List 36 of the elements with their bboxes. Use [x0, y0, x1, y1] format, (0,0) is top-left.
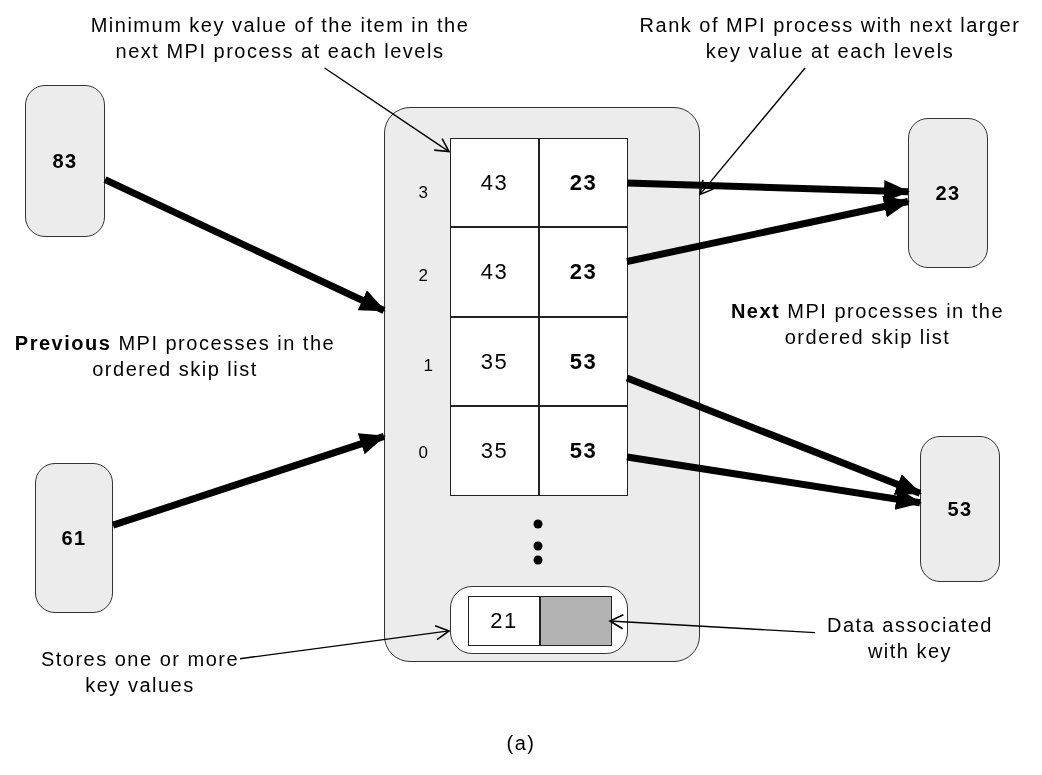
process-box: 61 [35, 463, 113, 613]
leader-line [239, 624, 450, 660]
annotation-text: Next MPI processes in the ordered skip list [729, 299, 1006, 350]
leader-line [699, 67, 806, 196]
annotation-text: Minimum key value of the item in the next MPI process at each levels [70, 8, 490, 68]
level-number: 1 [422, 355, 436, 377]
key-cell: 35 [450, 317, 539, 406]
process-box: 53 [920, 436, 1000, 582]
annotation-text: Previous MPI processes in the ordered skip list [13, 331, 337, 382]
arrow [103, 176, 386, 314]
level-number: 2 [417, 265, 431, 287]
key-cell: 21 [468, 596, 540, 646]
rank-cell: 23 [539, 227, 628, 317]
item-box [450, 586, 628, 654]
rank-cell: 53 [539, 406, 628, 496]
level-number: 3 [417, 182, 431, 204]
data-cell [540, 596, 612, 646]
process-box: 23 [908, 118, 988, 268]
rank-cell: 23 [539, 138, 628, 227]
process-panel [384, 107, 700, 662]
arrow [111, 432, 386, 529]
rank-cell: 53 [539, 317, 628, 406]
annotation-text: Rank of MPI process with next larger key value at each levels [630, 8, 1030, 68]
leader-line [609, 613, 816, 634]
arrow [626, 453, 922, 510]
key-cell: 43 [450, 227, 539, 317]
key-cell: 35 [450, 406, 539, 496]
annotation-text: Stores one or more key values [40, 640, 240, 704]
level-number: 0 [417, 442, 431, 464]
leader-line [323, 67, 450, 153]
arrow [625, 374, 922, 497]
annotation-text: Data associated with key [815, 608, 1005, 668]
arrow [626, 195, 910, 265]
key-cell: 43 [450, 138, 539, 227]
process-box: 83 [25, 85, 105, 237]
caption: (a) [505, 731, 537, 756]
